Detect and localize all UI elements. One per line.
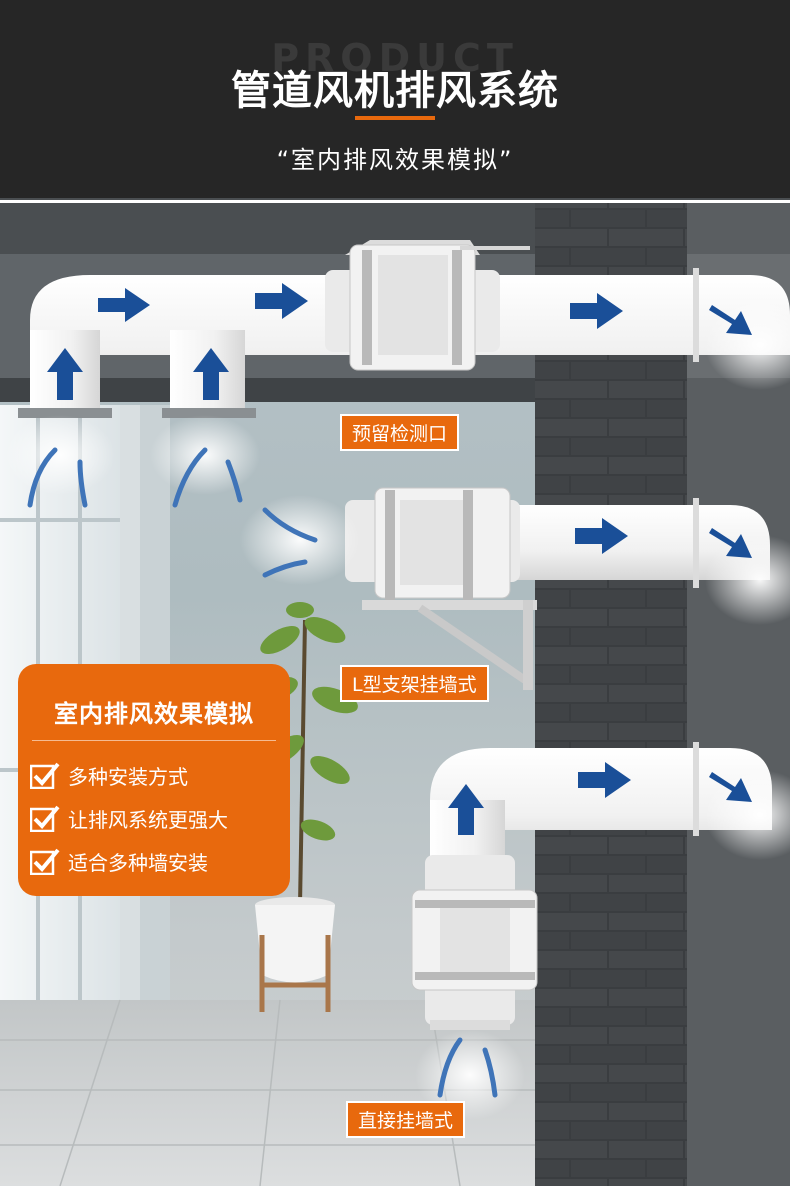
arrow-right-icon [578, 762, 631, 798]
check-icon [29, 847, 60, 876]
arrow-up-icon [448, 784, 484, 835]
arrow-diagonal-icon [709, 305, 752, 335]
arrow-diagonal-icon [709, 528, 752, 558]
label-direct-wall: 直接挂墙式 [346, 1101, 466, 1138]
label-l-bracket: L型支架挂墙式 [340, 665, 489, 702]
middle-duct-system [345, 487, 770, 690]
feature-label: 让排风系统更强大 [68, 807, 228, 832]
feature-item: 让排风系统更强大 [29, 803, 228, 833]
arrow-right-icon [575, 518, 628, 554]
check-icon [29, 804, 60, 833]
card-divider [32, 740, 276, 741]
arrow-right-icon [98, 288, 150, 322]
feature-label: 适合多种墙安装 [68, 850, 208, 875]
check-icon [29, 761, 60, 790]
arrow-up-icon [47, 348, 83, 400]
page-subtitle: “室内排风效果模拟” [276, 146, 514, 174]
bottom-duct-system [411, 742, 772, 1030]
airflow-arrows [47, 283, 752, 835]
arrow-up-icon [193, 348, 229, 400]
arrow-right-icon [570, 293, 623, 329]
page-header: PRODUCT 管道风机排风系统 “室内排风效果模拟” [0, 0, 790, 198]
feature-item: 适合多种墙安装 [29, 846, 208, 876]
label-reserved-port: 预留检测口 [340, 414, 460, 451]
arrow-right-icon [255, 283, 308, 319]
info-card: 室内排风效果模拟 [18, 664, 290, 896]
title-underline [355, 116, 435, 120]
curved-air-arrows [27, 447, 498, 1098]
arrow-diagonal-icon [709, 772, 752, 802]
header-ghost-text: PRODUCT [271, 36, 519, 80]
card-title: 室内排风效果模拟 [54, 700, 254, 728]
feature-item: 多种安装方式 [29, 760, 188, 790]
page-title: 管道风机排风系统 [231, 68, 559, 114]
feature-label: 多种安装方式 [68, 764, 188, 789]
scene-svg [0, 198, 790, 1186]
